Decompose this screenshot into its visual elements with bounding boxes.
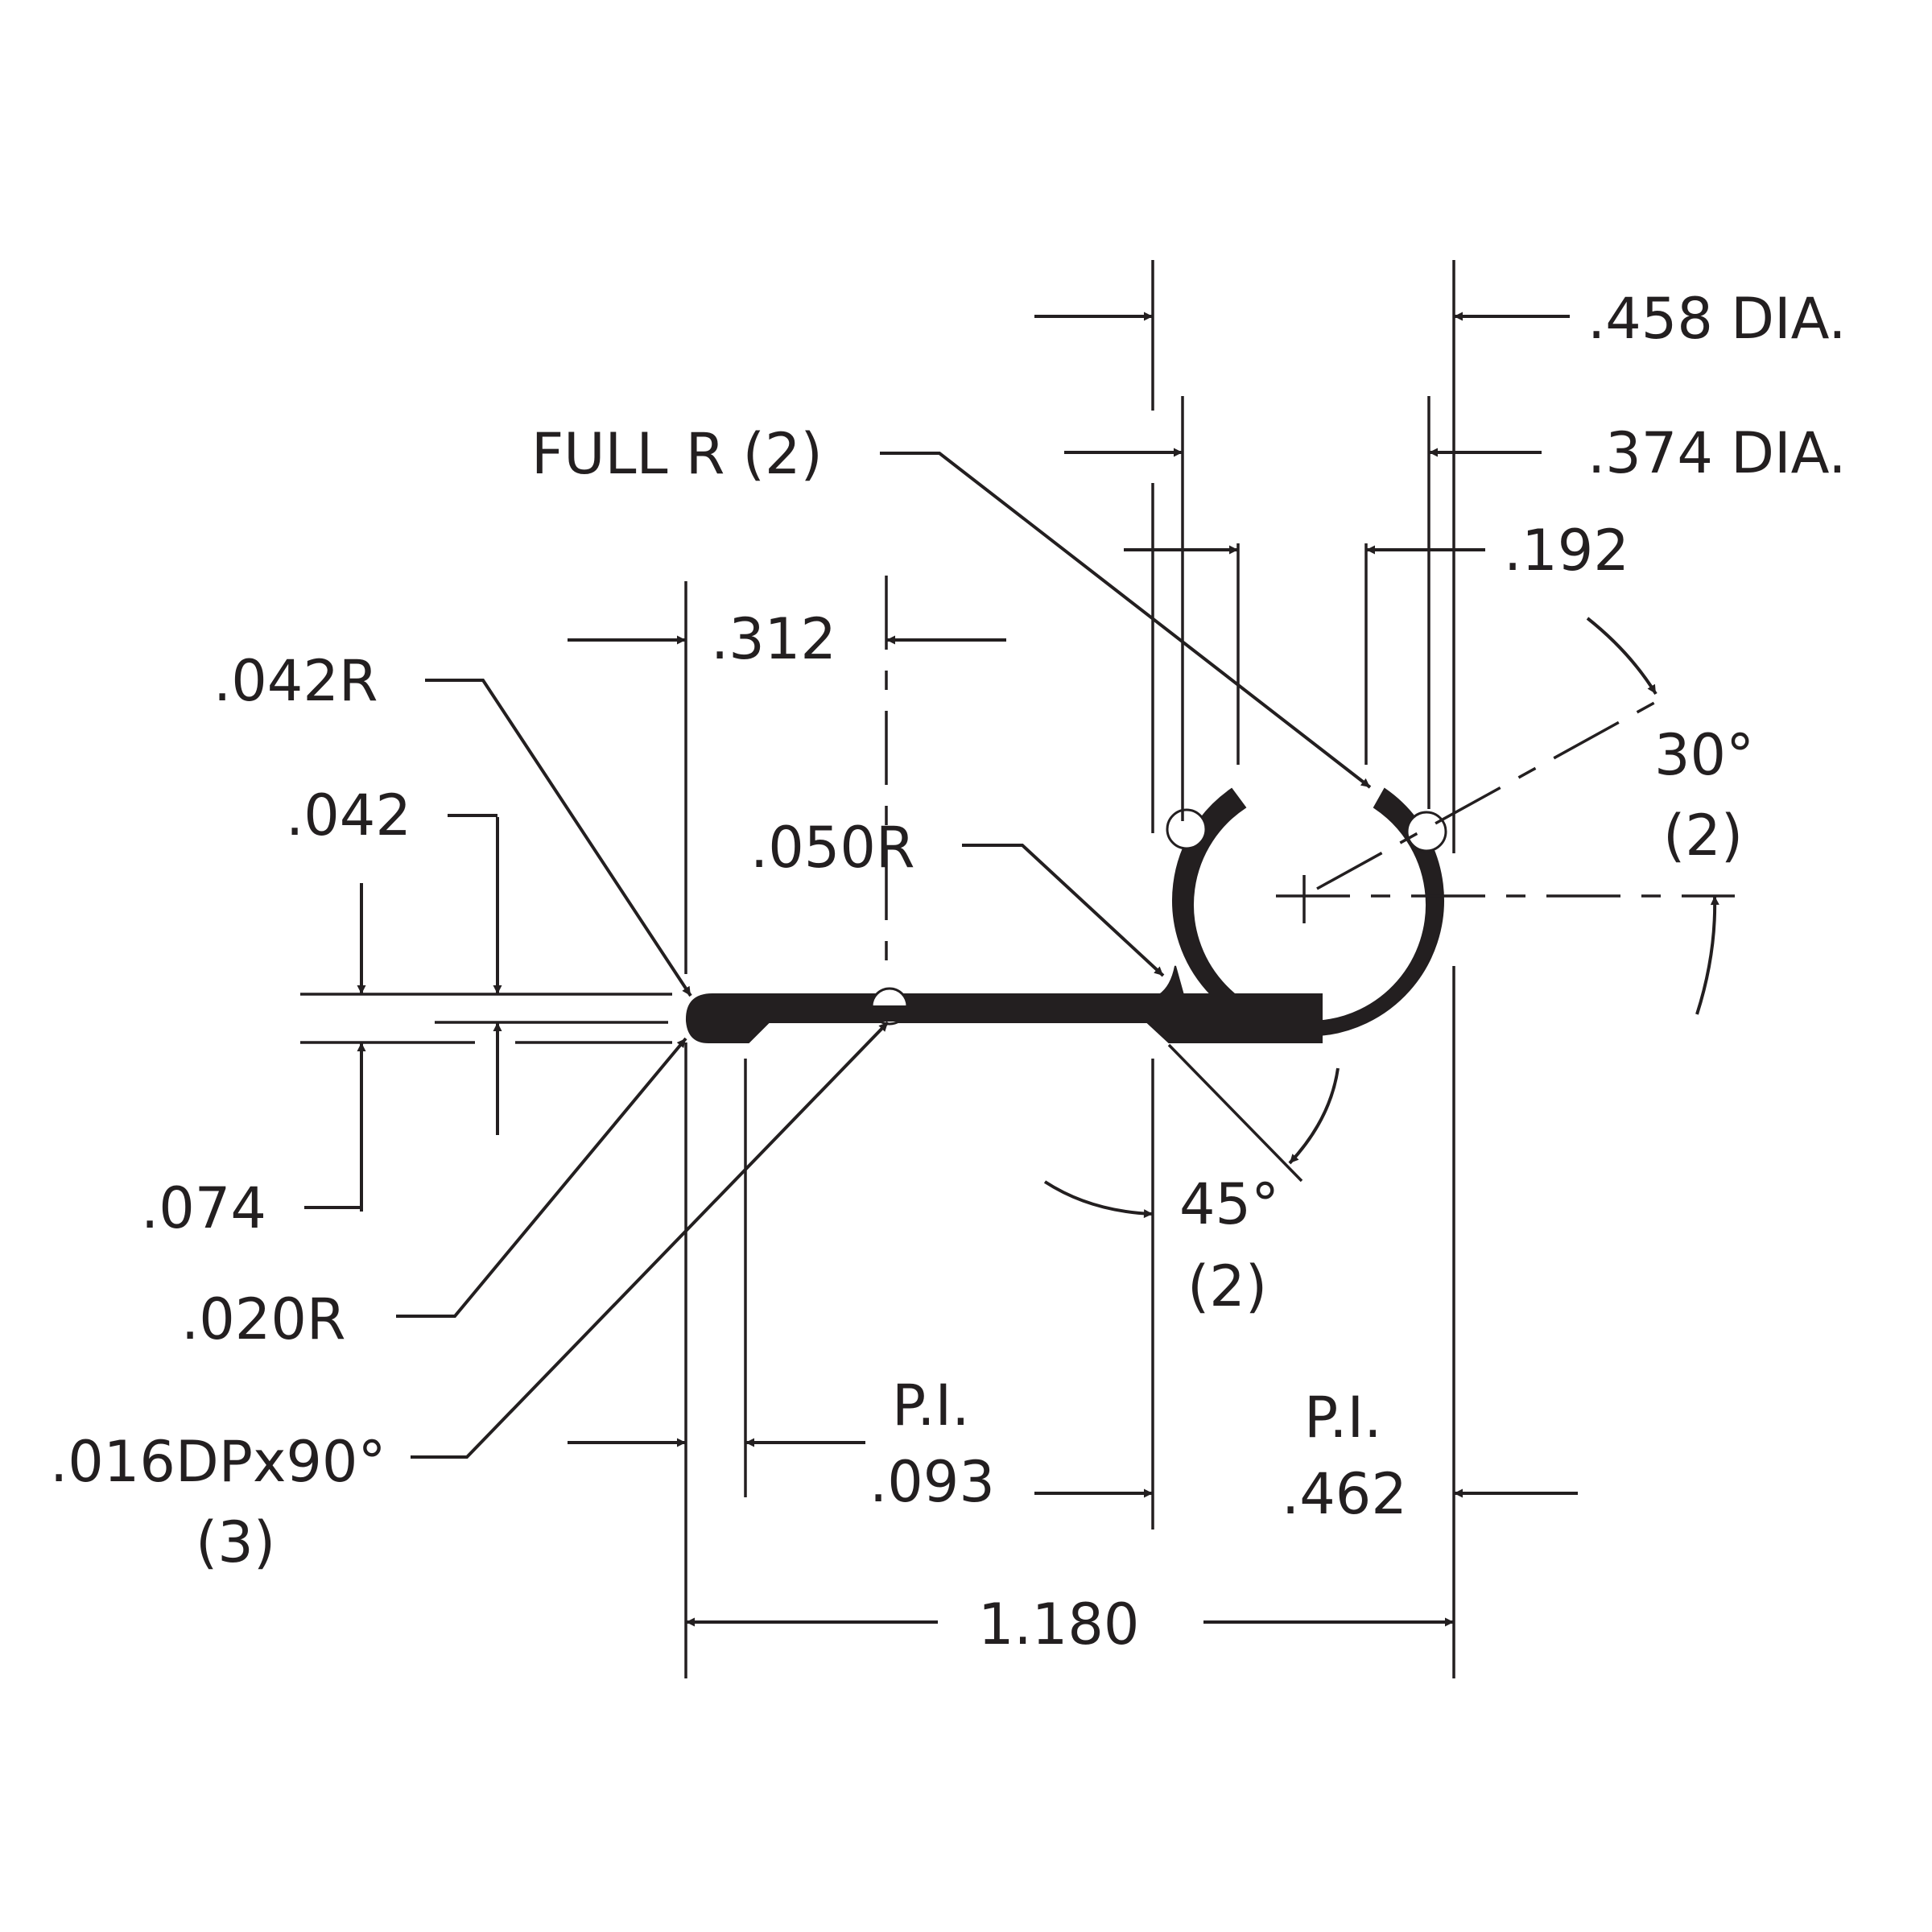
label-pi-093: .093 [869, 1449, 995, 1515]
label-angle-30-count: (2) [1663, 803, 1743, 869]
label-radius-050: .050R [750, 815, 915, 881]
label-pi-462: .462 [1282, 1461, 1407, 1527]
label-pi-right: P.I. [1304, 1385, 1381, 1451]
label-angle-30: 30° [1654, 722, 1754, 788]
label-full-radius: FULL R (2) [531, 421, 823, 487]
groove-mark [1166, 808, 1208, 850]
label-outer-diameter: .458 DIA. [1587, 286, 1847, 352]
base-web [685, 993, 1323, 1043]
leaders [304, 452, 1719, 1459]
extension-lines [300, 260, 1455, 1678]
label-312: .312 [711, 606, 836, 672]
label-radius-042: .042R [213, 648, 378, 714]
label-opening-192: .192 [1504, 518, 1629, 584]
label-angle-45: 45° [1179, 1171, 1279, 1237]
label-pi-left: P.I. [892, 1373, 969, 1439]
label-groove: .016DPx90° [50, 1429, 386, 1495]
groove-mark [1406, 811, 1447, 852]
part-profile [685, 787, 1447, 1043]
dimension-arrows [357, 312, 1578, 1627]
label-overall-width: 1.180 [978, 1591, 1139, 1657]
label-thickness-042: .042 [286, 782, 411, 848]
fillet-050r [1156, 965, 1185, 996]
label-thickness-074: .074 [141, 1175, 266, 1241]
label-groove-count: (3) [196, 1509, 275, 1575]
label-angle-45-count: (2) [1187, 1253, 1267, 1319]
dimension-labels: .458 DIA. .374 DIA. FULL R (2) .192 .312… [50, 286, 1847, 1657]
label-inner-diameter: .374 DIA. [1587, 420, 1847, 486]
hook-ring [1172, 787, 1444, 1037]
label-radius-020: .020R [181, 1286, 346, 1352]
